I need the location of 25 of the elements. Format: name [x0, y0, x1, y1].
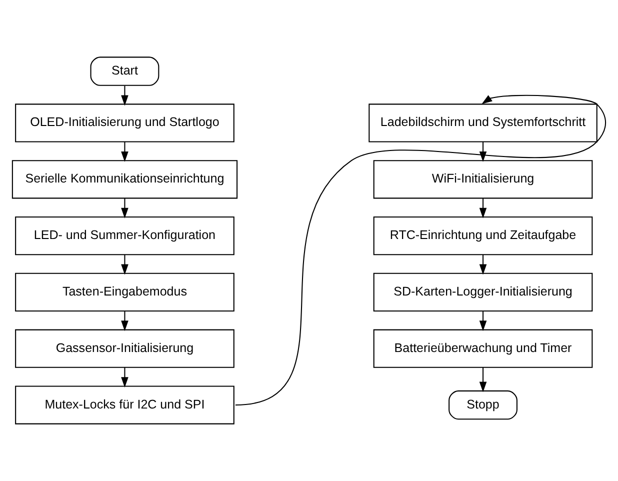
- arrow: [121, 367, 128, 388]
- node-box: Tasten-Eingabemodus: [15, 272, 234, 312]
- arrow: [479, 254, 487, 275]
- node-box: SD-Karten-Logger-Initialisierung: [373, 272, 593, 312]
- arrow: [479, 198, 487, 218]
- node-box: OLED-Initialisierung und Startlogo: [15, 104, 234, 142]
- node-box: Start: [90, 56, 160, 86]
- arrow: [479, 367, 487, 392]
- arrow: [121, 198, 128, 218]
- node-box: Gassensor-Initialisierung: [15, 329, 234, 368]
- node-box: RTC-Einrichtung und Zeitaufgabe: [373, 216, 593, 256]
- arrow: [121, 86, 128, 106]
- node-box: Serielle Kommunikationseinrichtung: [12, 160, 238, 199]
- arrow: [121, 254, 128, 275]
- arrow: [479, 142, 487, 162]
- arrow: [121, 311, 128, 332]
- arrow: [235, 94, 606, 406]
- node-box: LED- und Summer-Konfiguration: [15, 216, 234, 256]
- node-box: Stopp: [448, 390, 518, 420]
- node-box: WiFi-Initialisierung: [373, 160, 593, 199]
- arrow: [479, 311, 487, 332]
- node-box: Batterieüberwachung und Timer: [373, 329, 593, 368]
- node-box: Mutex-Locks für I2C und SPI: [15, 386, 234, 424]
- arrow: [121, 142, 128, 162]
- node-box: Ladebildschirm und Systemfortschritt: [368, 104, 598, 142]
